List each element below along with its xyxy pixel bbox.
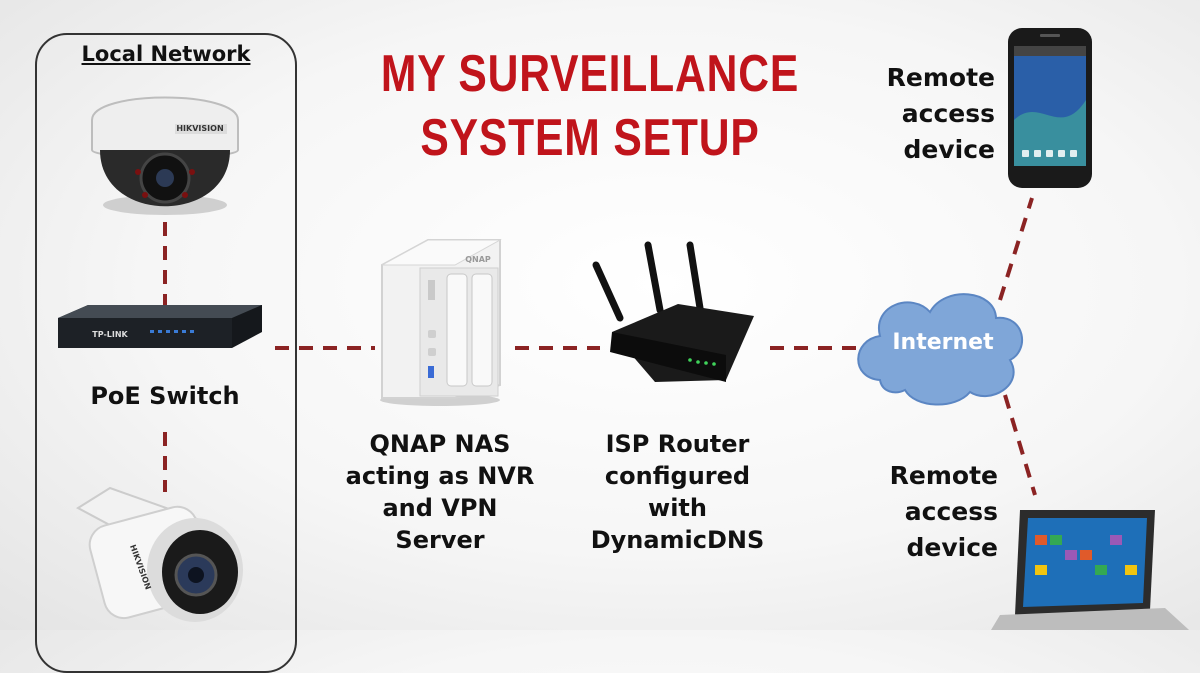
wire-internet-laptop [1003, 394, 1037, 496]
poe-switch-icon [58, 305, 262, 348]
remote-device-top-label: Remote access device [850, 60, 995, 168]
router-label: ISP Router configured with DynamicDNS [570, 428, 785, 556]
poe-switch-brand: TP-LINK [92, 330, 128, 339]
qnap-nas-icon [380, 239, 502, 406]
nas-label-line: Server [395, 526, 485, 554]
nas-label: QNAP NAS acting as NVR and VPN Server [335, 428, 545, 556]
diagram-canvas: HIKVISION TP-LINK HIKVISION QNAP [58, 28, 1190, 630]
remote-bottom-line: access [904, 497, 998, 526]
router-label-line: with [648, 494, 707, 522]
dome-camera-brand: HIKVISION [176, 124, 223, 133]
wire-internet-phone [998, 197, 1034, 301]
router-label-line: configured [604, 462, 751, 490]
router-label-line: DynamicDNS [590, 526, 765, 554]
title-line-1: MY SURVEILLANCE [380, 45, 800, 103]
bullet-camera-icon [76, 486, 243, 622]
internet-cloud-icon [857, 293, 1024, 406]
local-network-group [35, 33, 297, 673]
title-line-2: SYSTEM SETUP [420, 109, 760, 167]
nas-label-line: QNAP NAS [369, 430, 511, 458]
remote-bottom-line: device [906, 533, 999, 562]
phone-icon [1008, 28, 1092, 188]
qnap-nas-brand: QNAP [465, 255, 491, 264]
nas-label-line: and VPN [382, 494, 498, 522]
remote-top-line: Remote [886, 63, 995, 92]
local-network-title: Local Network [81, 42, 251, 66]
poe-switch-label: PoE Switch [90, 382, 240, 410]
remote-bottom-line: Remote [889, 461, 998, 490]
router-label-line: ISP Router [605, 430, 750, 458]
dome-camera-icon [91, 96, 239, 215]
remote-top-line: device [903, 135, 996, 164]
internet-label: Internet [892, 330, 994, 355]
remote-top-line: access [901, 99, 995, 128]
nas-label-line: acting as NVR [345, 462, 535, 490]
laptop-icon [991, 510, 1190, 630]
remote-device-bottom-label: Remote access device [850, 458, 998, 566]
page-title: MY SURVEILLANCE SYSTEM SETUP [377, 42, 803, 170]
router-icon [592, 241, 754, 382]
